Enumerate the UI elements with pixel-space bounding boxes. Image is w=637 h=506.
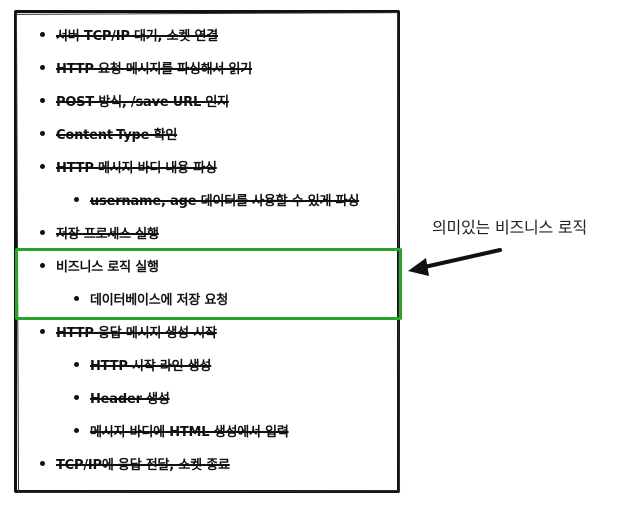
- step-item: POST 방식, /save URL 인지: [40, 90, 229, 110]
- step-item: 서버 TCP/IP 대기, 소켓 연결: [40, 24, 218, 44]
- bullet-icon: [74, 361, 79, 367]
- step-label: HTTP 시작 라인 생성: [90, 358, 212, 374]
- bullet-icon: [40, 229, 45, 235]
- annotation-label: 의미있는 비즈니스 로직: [432, 218, 587, 237]
- step-item: TCP/IP에 응답 전달, 소켓 종료: [40, 453, 230, 473]
- bullet-icon: [40, 130, 45, 136]
- step-subitem: 메시지 바디에 HTML 생성에서 입력: [74, 420, 289, 440]
- bullet-icon: [74, 196, 79, 202]
- step-item: 비즈니스 로직 실행: [40, 255, 159, 275]
- step-label: username, age 데이터를 사용할 수 있게 파싱: [90, 193, 360, 209]
- step-label: HTTP 요청 메시지를 파싱해서 읽기: [56, 61, 253, 77]
- step-label: 메시지 바디에 HTML 생성에서 입력: [90, 424, 289, 440]
- bullet-icon: [40, 328, 45, 334]
- step-item: HTTP 요청 메시지를 파싱해서 읽기: [40, 57, 252, 77]
- step-label: TCP/IP에 응답 전달, 소켓 종료: [56, 457, 230, 473]
- bullet-icon: [40, 163, 45, 169]
- step-item: HTTP 응답 메시지 생성 시작: [40, 321, 217, 341]
- step-item: 저장 프로세스 실행: [40, 222, 159, 242]
- step-item: HTTP 메시지 바디 내용 파싱: [40, 156, 217, 176]
- step-label: 비즈니스 로직 실행: [56, 259, 159, 275]
- bullet-icon: [74, 295, 79, 301]
- step-label: 데이터베이스에 저장 요청: [90, 292, 229, 308]
- bullet-icon: [74, 394, 79, 400]
- business-logic-highlight: [15, 248, 402, 320]
- step-label: 저장 프로세스 실행: [56, 226, 159, 242]
- step-label: 서버 TCP/IP 대기, 소켓 연결: [56, 28, 218, 44]
- step-subitem: Header 생성: [74, 387, 170, 407]
- step-label: Header 생성: [90, 391, 170, 407]
- bullet-icon: [74, 427, 79, 433]
- step-label: HTTP 메시지 바디 내용 파싱: [56, 160, 217, 176]
- step-label: POST 방식, /save URL 인지: [56, 94, 229, 110]
- step-subitem: 데이터베이스에 저장 요청: [74, 288, 228, 308]
- bullet-icon: [40, 31, 45, 37]
- step-label: Content-Type 확인: [56, 127, 178, 143]
- bullet-icon: [40, 262, 45, 268]
- bullet-icon: [40, 64, 45, 70]
- step-subitem: HTTP 시작 라인 생성: [74, 354, 211, 374]
- pointer-arrow-icon: [408, 248, 502, 276]
- step-item: Content-Type 확인: [40, 123, 177, 143]
- bullet-icon: [40, 97, 45, 103]
- bullet-icon: [40, 460, 45, 466]
- step-subitem: username, age 데이터를 사용할 수 있게 파싱: [74, 189, 359, 209]
- step-label: HTTP 응답 메시지 생성 시작: [56, 325, 217, 341]
